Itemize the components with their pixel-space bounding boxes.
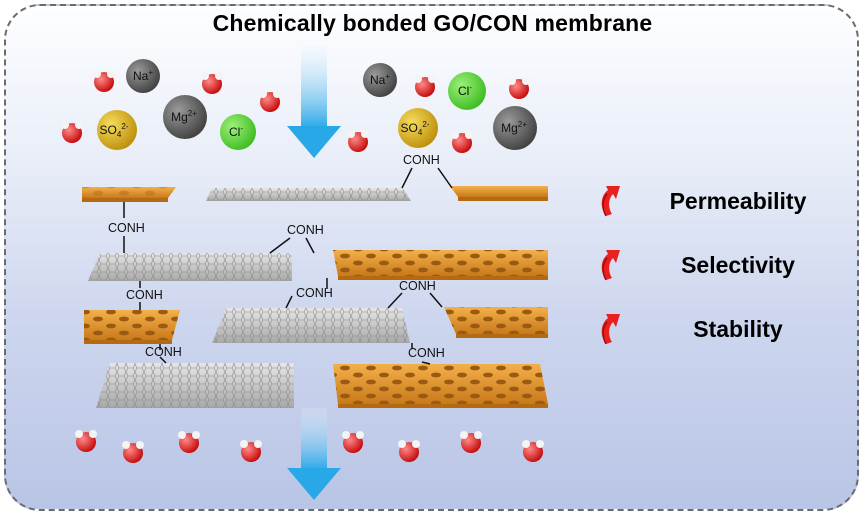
amide-bond: CONH — [108, 202, 145, 253]
svg-text:Cl-: Cl- — [458, 83, 472, 98]
amide-bond: CONH — [285, 278, 333, 309]
svg-text:SO42-: SO42- — [100, 122, 129, 139]
feed-flow-arrow — [287, 46, 341, 158]
go-sheet — [96, 363, 294, 408]
ion-mg-1: Mg2+ — [163, 95, 207, 139]
ion-cl-2: Cl- — [448, 72, 486, 110]
ion-so4-1: SO42- — [97, 110, 137, 150]
red-curved-up-arrow-icon — [601, 314, 620, 345]
amide-bond: CONH — [145, 344, 182, 364]
water-molecule — [398, 440, 420, 462]
property-stability: Stability — [598, 310, 848, 350]
amide-label: CONH — [408, 346, 445, 360]
water-molecule — [508, 77, 530, 99]
amide-label: CONH — [399, 279, 436, 293]
con-sheet — [84, 310, 180, 344]
amide-label: CONH — [287, 223, 324, 237]
con-sheet — [333, 250, 548, 280]
go-sheet — [212, 308, 410, 343]
water-molecule — [460, 431, 482, 453]
diagram-title: Chemically bonded GO/CON membrane — [212, 10, 653, 36]
red-curved-up-arrow-icon — [601, 186, 620, 217]
con-sheet — [444, 307, 548, 338]
con-sheet — [82, 187, 176, 202]
water-molecule — [522, 440, 544, 462]
water-molecule — [342, 431, 364, 453]
water-molecule — [178, 431, 200, 453]
amide-label: CONH — [126, 288, 163, 302]
water-molecule — [201, 72, 223, 94]
water-molecule — [451, 131, 473, 153]
water-molecule — [414, 75, 436, 97]
go-sheet — [88, 253, 292, 281]
water-molecule — [61, 121, 83, 143]
con-sheet — [333, 364, 548, 408]
amide-label: CONH — [296, 286, 333, 300]
go-sheet — [206, 188, 411, 201]
permeate-water-molecules — [75, 430, 544, 463]
ion-mg-2: Mg2+ — [493, 106, 537, 150]
amide-bond: CONH — [387, 279, 443, 309]
ion-na-1: Na+ — [126, 59, 160, 93]
svg-text:Na+: Na+ — [370, 72, 390, 87]
property-label: Stability — [693, 316, 783, 342]
amide-label: CONH — [108, 221, 145, 235]
svg-text:Mg2+: Mg2+ — [171, 109, 197, 124]
ion-so4-2: SO42- — [398, 108, 438, 148]
svg-text:Na+: Na+ — [133, 68, 153, 83]
property-selectivity: Selectivity — [598, 246, 848, 286]
water-molecule — [122, 441, 144, 463]
amide-label: CONH — [403, 153, 440, 167]
property-label: Selectivity — [681, 252, 795, 278]
amide-label: CONH — [145, 345, 182, 359]
amide-bond: CONH — [401, 153, 453, 189]
ion-na-2: Na+ — [363, 63, 397, 97]
amide-bond: CONH — [408, 343, 445, 365]
permeate-flow-arrow — [287, 408, 341, 500]
water-molecule — [75, 430, 97, 452]
water-molecule — [93, 70, 115, 92]
amide-bond: CONH — [126, 281, 163, 310]
water-molecule — [259, 90, 281, 112]
red-curved-up-arrow-icon — [601, 250, 620, 281]
svg-text:Mg2+: Mg2+ — [501, 120, 527, 135]
feed-water-molecules — [61, 70, 530, 153]
ion-cl-1: Cl- — [220, 114, 256, 150]
svg-text:SO42-: SO42- — [401, 120, 430, 137]
water-molecule — [240, 440, 262, 462]
con-sheet — [450, 186, 548, 201]
water-molecule — [347, 130, 369, 152]
amide-bond: CONH — [269, 223, 324, 254]
property-label: Permeability — [669, 188, 807, 214]
svg-text:Cl-: Cl- — [229, 124, 243, 139]
property-permeability: Permeability — [598, 182, 848, 222]
